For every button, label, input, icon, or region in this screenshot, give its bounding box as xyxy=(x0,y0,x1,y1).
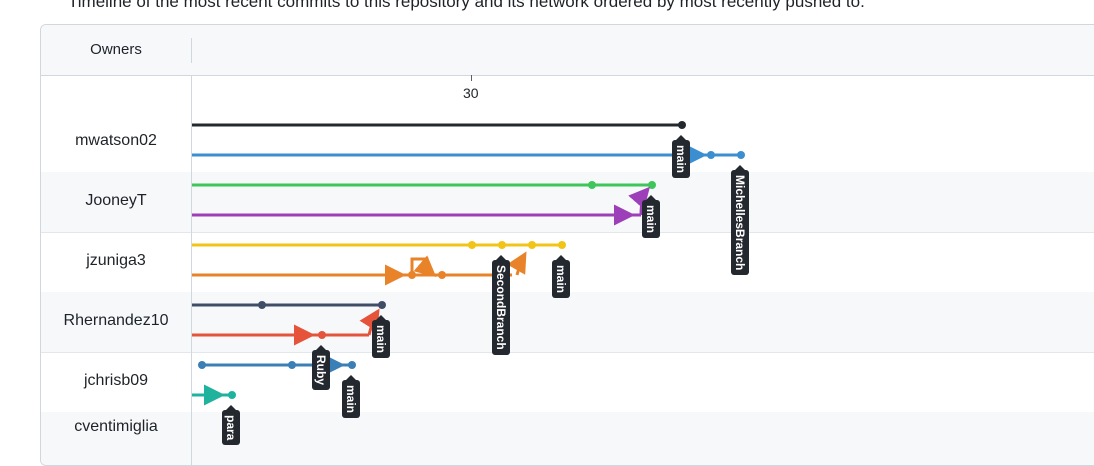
branch-line-cventimiglia xyxy=(192,384,236,406)
axis-tick-label: 30 xyxy=(463,85,479,101)
branch-tag-para[interactable]: para xyxy=(222,404,240,446)
owner-jooneyt[interactable]: JooneyT xyxy=(85,192,147,209)
header-divider xyxy=(191,38,192,63)
branch-tag-jzuniga3-main[interactable]: main xyxy=(552,254,570,299)
branch-tag-mwatson02-main[interactable]: main xyxy=(672,134,690,179)
owner-mwatson02[interactable]: mwatson02 xyxy=(75,132,157,149)
owner-band-jooneyt xyxy=(41,172,1094,233)
branch-tag-secondbranch[interactable]: SecondBranch xyxy=(492,255,510,355)
branch-line-rhernandez10-red xyxy=(192,308,380,346)
branch-line-mwatson02-main xyxy=(192,121,686,129)
branch-line-rhernandez10-slate xyxy=(192,301,386,309)
commit-graph-canvas xyxy=(192,121,745,406)
network-graph[interactable]: Owners 30 mwatson02 JooneyT jzuniga3 Rhe… xyxy=(40,24,1094,466)
axis-tick-mark xyxy=(471,75,472,81)
owner-jzuniga3[interactable]: jzuniga3 xyxy=(86,252,146,269)
branch-line-jooneyt-green xyxy=(192,181,656,189)
branch-line-jzuniga3-orange xyxy=(192,251,527,286)
owner-band-rhernandez10 xyxy=(41,292,1094,353)
branch-tag-michellesbranch[interactable]: MichellesBranch xyxy=(731,164,749,276)
page-description: Timeline of the most recent commits to t… xyxy=(68,0,865,11)
owner-column-divider xyxy=(191,75,192,465)
owner-cventimiglia[interactable]: cventimiglia xyxy=(74,418,158,435)
branch-tag-jchrisb09-main[interactable]: main xyxy=(342,374,360,419)
graph-header: Owners xyxy=(41,25,1094,76)
owner-rhernandez10[interactable]: Rhernandez10 xyxy=(63,312,169,329)
owners-header: Owners xyxy=(90,41,142,58)
branch-tag-ruby[interactable]: Ruby xyxy=(312,345,330,390)
branch-tag-jooneyt-main[interactable]: main xyxy=(642,194,660,239)
branch-line-mwatson02-michellesbranch xyxy=(192,144,745,166)
owner-jchrisb09[interactable]: jchrisb09 xyxy=(83,372,149,389)
branch-line-jchrisb09 xyxy=(198,354,356,376)
branch-line-jooneyt-purple xyxy=(192,186,650,226)
branch-tag-rhernandez10-main[interactable]: main xyxy=(372,314,390,359)
branch-line-jzuniga3-yellow xyxy=(192,241,566,249)
